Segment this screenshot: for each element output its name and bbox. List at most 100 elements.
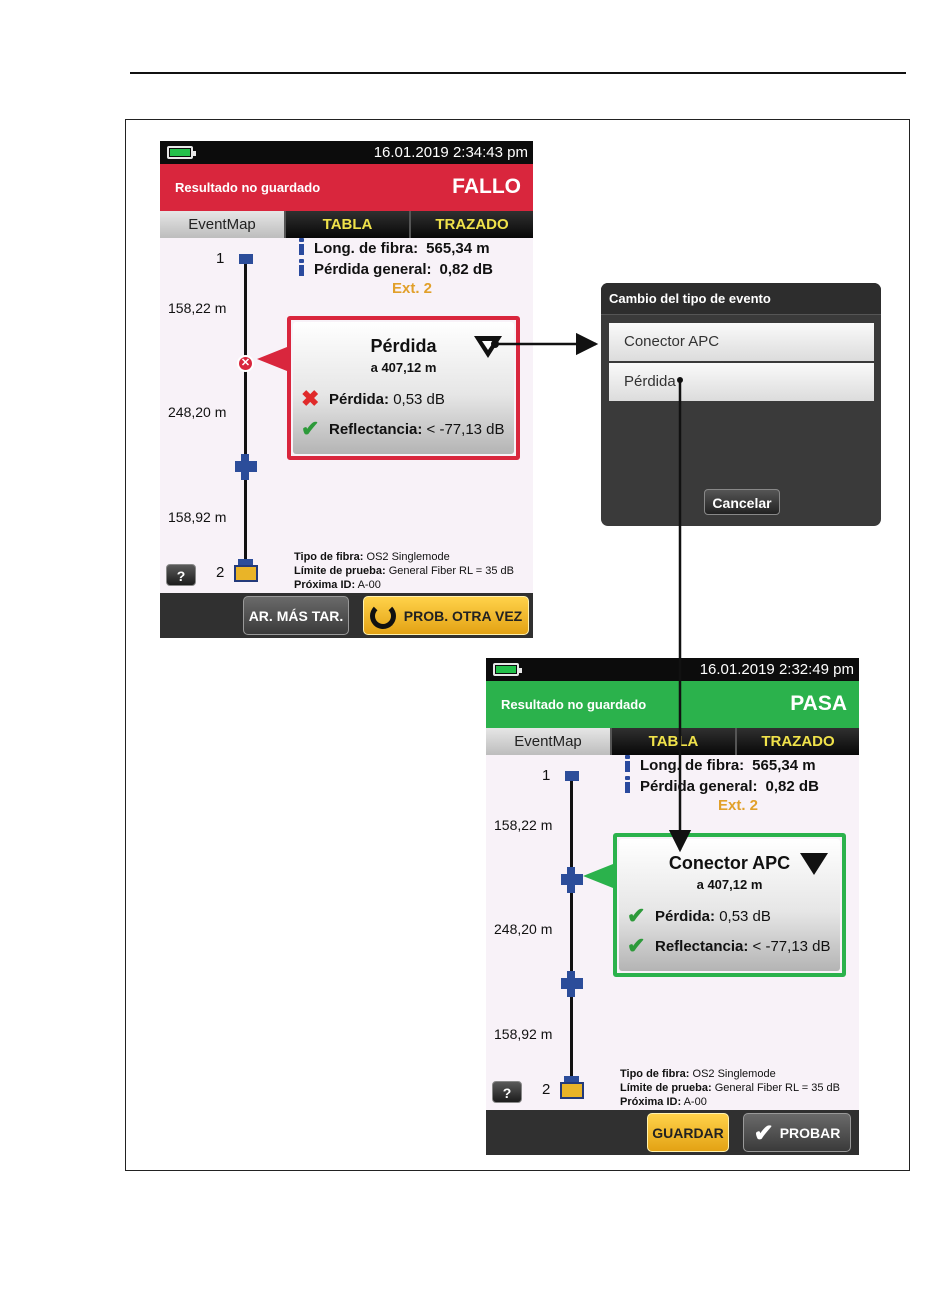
result-bar: Resultado no guardado PASA — [486, 681, 859, 728]
test-limit-label: Límite de prueba: — [294, 565, 386, 577]
overall-loss-value: 0,82 dB — [439, 261, 493, 278]
node-start-number: 1 — [216, 250, 225, 267]
overall-loss-row: Pérdida general:0,82 dB — [623, 776, 819, 796]
help-button[interactable]: ? — [166, 564, 196, 586]
save-button[interactable]: GUARDAR — [647, 1113, 729, 1152]
event-loss-value: 0,53 dB — [719, 908, 771, 925]
test-limit-value: General Fiber RL = 35 dB — [714, 1082, 840, 1094]
event-callout-body: Conector APC a 407,12 m ✔Pérdida: 0,53 d… — [619, 839, 840, 971]
test-limit-label: Límite de prueba: — [620, 1082, 712, 1094]
datetime: 16.01.2019 2:34:43 pm — [373, 144, 528, 161]
segment-length-1: 158,22 m — [168, 300, 227, 316]
event-reflectance-value: < -77,13 dB — [752, 938, 831, 955]
fail-event-icon[interactable]: ✕ — [237, 355, 254, 372]
next-id-label: Próxima ID: — [294, 579, 356, 591]
connector-node[interactable] — [235, 461, 257, 472]
fiber-line — [244, 255, 247, 565]
event-reflectance-label: Reflectancia: — [655, 938, 749, 955]
test-info: Tipo de fibra: OS2 Singlemode Límite de … — [620, 1067, 840, 1109]
tab-trazado[interactable]: TRAZADO — [735, 728, 859, 755]
info-icon — [623, 755, 632, 772]
tab-eventmap[interactable]: EventMap — [160, 211, 284, 238]
event-reflectance-row: ✔Reflectancia: < -77,13 dB — [301, 418, 505, 440]
battery-icon — [167, 146, 196, 159]
refresh-icon — [369, 603, 396, 629]
fiber-end-node[interactable] — [234, 565, 258, 582]
tab-bar: EventMap TABLA TRAZADO — [160, 211, 533, 238]
overall-loss-value: 0,82 dB — [765, 778, 819, 795]
segment-length-3: 158,92 m — [494, 1026, 553, 1042]
status-bar: 16.01.2019 2:32:49 pm — [486, 658, 859, 681]
pass-check-icon: ✔ — [627, 933, 646, 958]
fiber-start-node[interactable] — [565, 771, 579, 781]
event-type-dropdown-icon[interactable] — [800, 853, 828, 875]
bottom-toolbar: AR. MÁS TAR. PROB. OTRA VEZ — [160, 593, 533, 638]
dialog-title: Cambio del tipo de evento — [601, 283, 881, 315]
result-bar: Resultado no guardado FALLO — [160, 164, 533, 211]
event-distance: a 407,12 m — [370, 360, 437, 375]
fail-x-icon: ✖ — [301, 386, 320, 411]
result-note: Resultado no guardado — [175, 180, 321, 195]
help-button[interactable]: ? — [492, 1081, 522, 1103]
event-distance: a 407,12 m — [696, 877, 763, 892]
test-info: Tipo de fibra: OS2 Singlemode Límite de … — [294, 550, 514, 592]
retest-label: PROB. OTRA VEZ — [403, 608, 523, 624]
event-reflectance-row: ✔ Reflectancia: < -77,13 dB — [627, 933, 831, 958]
event-callout-body: Pérdida a 407,12 m ✖Pérdida: 0,53 dB ✔Re… — [293, 322, 514, 454]
fiber-end-node[interactable] — [560, 1082, 584, 1099]
extension-label: Ext. 2 — [718, 797, 759, 814]
option-conector-apc[interactable]: Conector APC — [609, 323, 874, 361]
node-start-number: 1 — [542, 767, 551, 784]
tab-tabla[interactable]: TABLA — [284, 211, 409, 238]
option-perdida[interactable]: Pérdida — [609, 363, 874, 401]
fiber-type-value: OS2 Singlemode — [366, 551, 450, 563]
fiber-length-value: 565,34 m — [752, 757, 816, 774]
battery-icon — [493, 663, 522, 676]
cancel-button[interactable]: Cancelar — [704, 489, 780, 515]
event-callout[interactable]: Conector APC a 407,12 m ✔Pérdida: 0,53 d… — [583, 833, 846, 977]
tab-bar: EventMap TABLA TRAZADO — [486, 728, 859, 755]
fiber-line — [570, 772, 573, 1082]
fix-later-button[interactable]: AR. MÁS TAR. — [243, 596, 349, 635]
tab-tabla[interactable]: TABLA — [610, 728, 735, 755]
fiber-end-cap — [564, 1076, 579, 1084]
tab-trazado[interactable]: TRAZADO — [409, 211, 533, 238]
segment-length-2: 248,20 m — [168, 404, 227, 420]
device-screen-fail: 16.01.2019 2:34:43 pm Resultado no guard… — [160, 141, 533, 638]
datetime: 16.01.2019 2:32:49 pm — [699, 661, 854, 678]
event-callout[interactable]: Pérdida a 407,12 m ✖Pérdida: 0,53 dB ✔Re… — [257, 316, 520, 460]
fiber-type-label: Tipo de fibra: — [620, 1068, 690, 1080]
next-id-value: A-00 — [683, 1096, 707, 1108]
node-end-number: 2 — [542, 1081, 551, 1098]
figure-frame — [125, 119, 910, 1171]
event-type-dropdown-icon[interactable] — [474, 336, 502, 358]
event-type: Pérdida — [370, 336, 437, 356]
fiber-length-row: Long. de fibra: 565,34 m — [623, 755, 816, 775]
fiber-length-label: Long. de fibra: — [640, 757, 745, 774]
check-icon: ✔ — [753, 1120, 774, 1147]
callout-pointer — [583, 864, 613, 888]
segment-length-3: 158,92 m — [168, 509, 227, 525]
next-id-value: A-00 — [357, 579, 381, 591]
event-loss-row: ✔Pérdida: 0,53 dB — [627, 903, 771, 928]
test-button[interactable]: ✔ PROBAR — [743, 1113, 851, 1152]
result-status: PASA — [790, 692, 847, 715]
overall-loss-label: Pérdida general: — [314, 261, 432, 278]
header-rule — [130, 72, 906, 74]
fiber-start-node[interactable] — [239, 254, 253, 264]
pass-check-icon: ✔ — [627, 903, 646, 928]
retest-button[interactable]: PROB. OTRA VEZ — [363, 596, 529, 635]
overall-loss-row: Pérdida general: 0,82 dB — [297, 259, 493, 279]
device-screen-pass: 16.01.2019 2:32:49 pm Resultado no guard… — [486, 658, 859, 1155]
test-label: PROBAR — [779, 1125, 841, 1141]
next-id-label: Próxima ID: — [620, 1096, 682, 1108]
connector-node[interactable] — [561, 978, 583, 989]
tab-eventmap[interactable]: EventMap — [486, 728, 610, 755]
info-icon — [297, 238, 306, 255]
connector-apc-node[interactable] — [561, 874, 583, 885]
segment-length-1: 158,22 m — [494, 817, 553, 833]
fiber-end-cap — [238, 559, 253, 567]
fiber-length-label: Long. de fibra: — [314, 240, 419, 257]
callout-pointer — [257, 347, 287, 371]
event-reflectance-value: < -77,13 dB — [426, 421, 505, 438]
